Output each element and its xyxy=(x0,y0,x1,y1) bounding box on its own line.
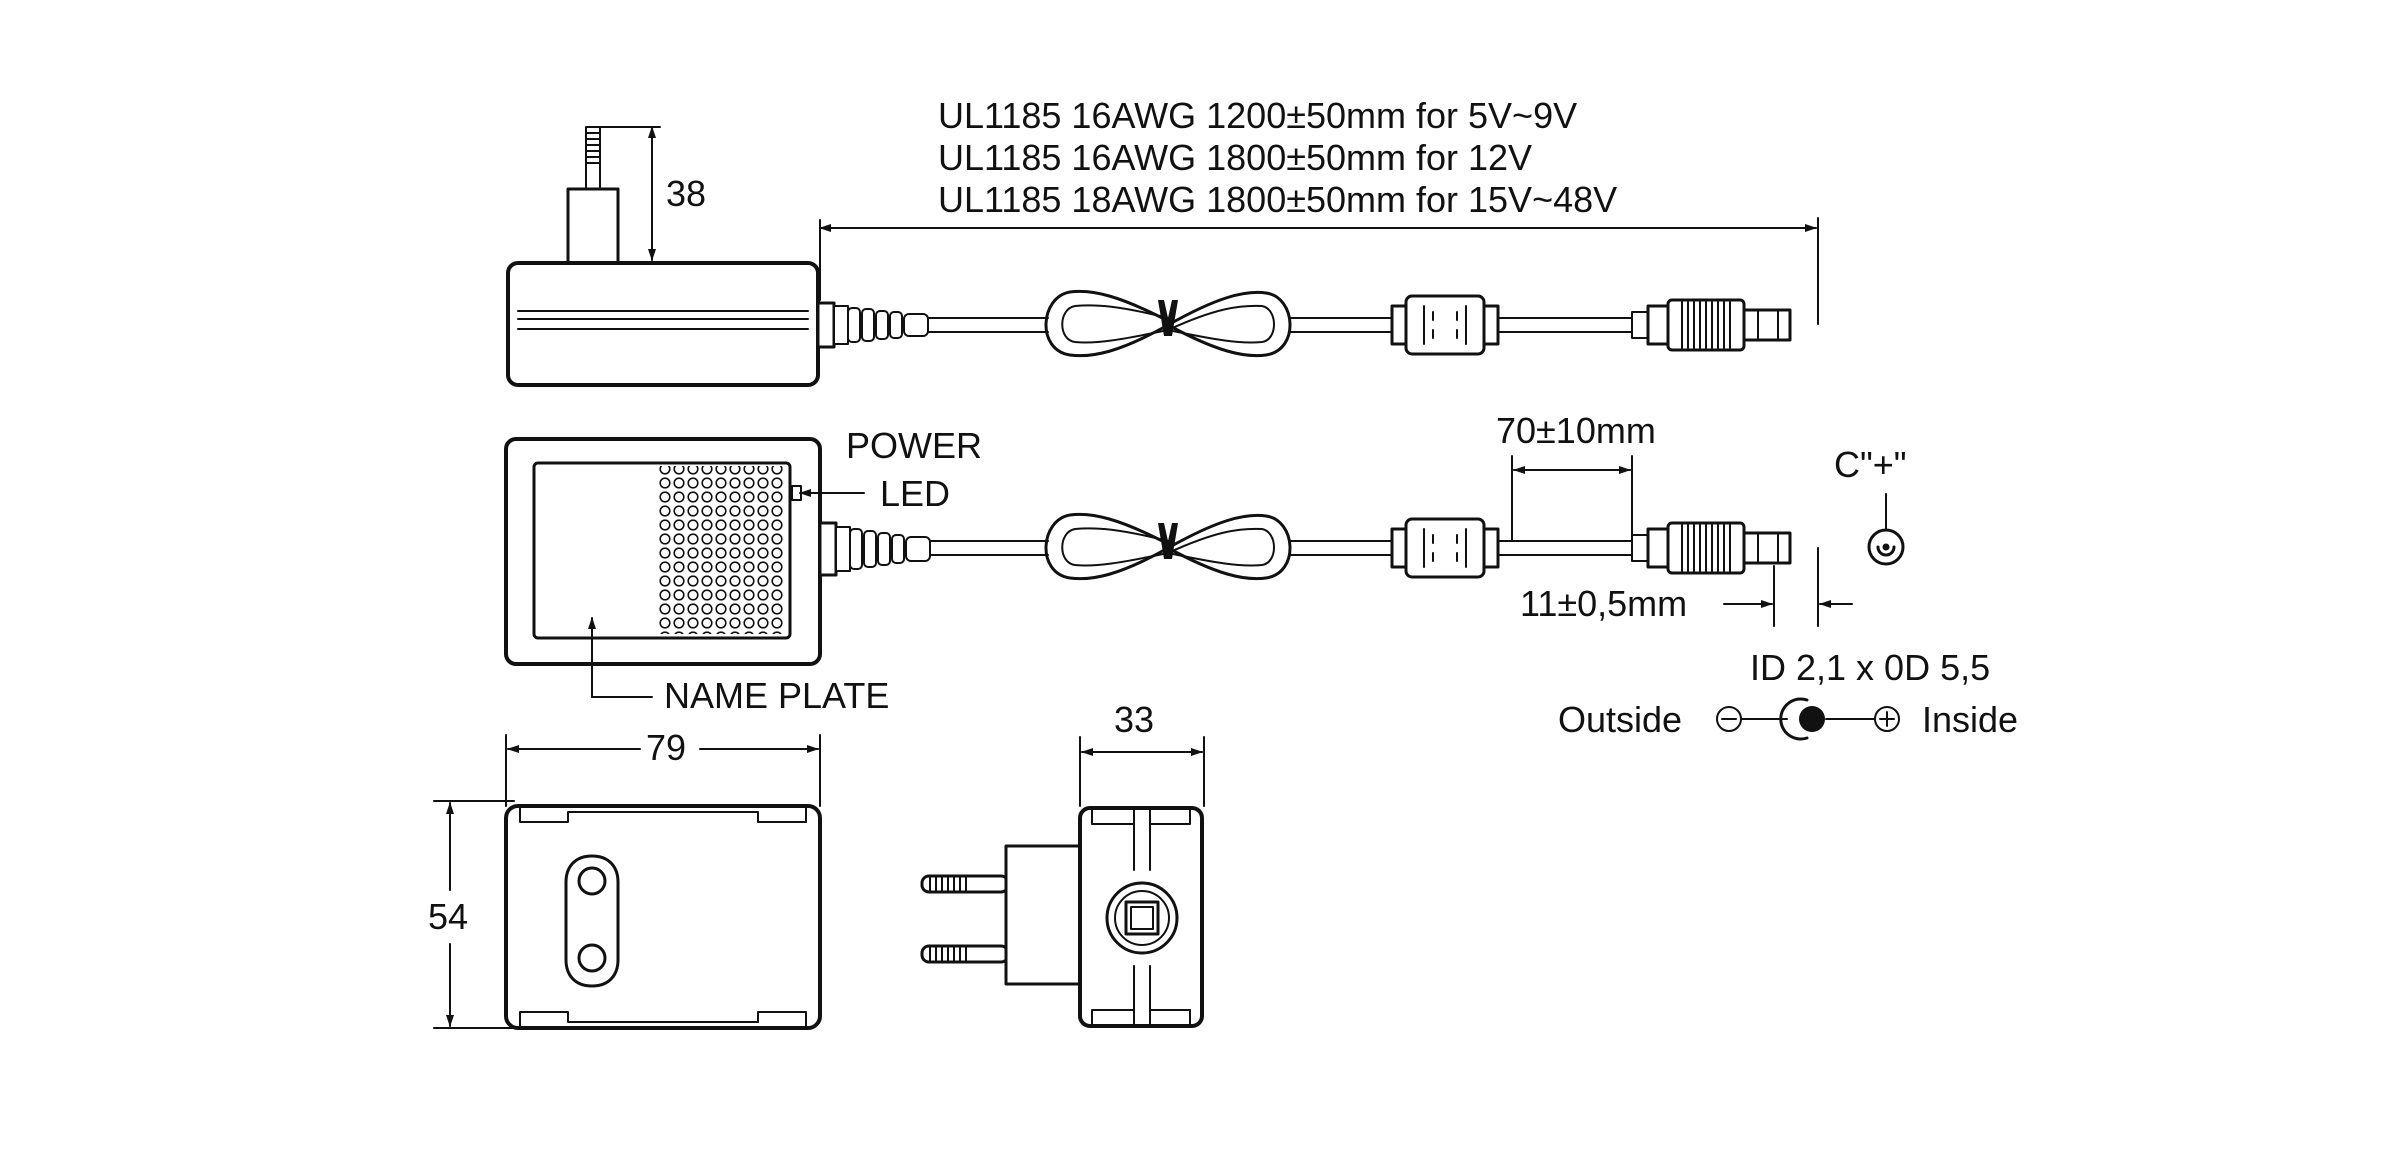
power-label: POWER xyxy=(846,425,982,466)
dc-connector-end-view xyxy=(1867,493,1905,566)
polarity-symbol xyxy=(1716,697,1900,741)
dc-plug-middle xyxy=(1631,521,1792,575)
side-view-top xyxy=(506,126,1819,387)
cable-spec-line-3: UL1185 18AWG 1800±50mm for 15V~48V xyxy=(938,179,1617,220)
case-depth-dimension: 33 xyxy=(1114,699,1154,740)
led-label: LED xyxy=(880,473,950,514)
top-view-middle xyxy=(504,437,1905,741)
case-width-dimension: 79 xyxy=(646,727,686,768)
plug-body-side xyxy=(1004,844,1084,986)
dc-plug-top xyxy=(1631,298,1792,352)
side-view-pins xyxy=(920,736,1205,1028)
adapter-housing-side xyxy=(506,261,820,387)
dc-plug-length-dimension: 11±0,5mm xyxy=(1520,583,1687,624)
cable-spec-text: UL1185 16AWG 1200±50mm for 5V~9V UL1185 … xyxy=(938,95,1617,220)
outside-label: Outside xyxy=(1558,699,1682,740)
plug-pin-knurl xyxy=(585,132,601,164)
strain-relief-middle xyxy=(818,521,931,577)
strain-relief-top xyxy=(816,301,929,349)
case-height-dimension: 54 xyxy=(428,896,468,937)
strip-length-dimension: 70±10mm xyxy=(1496,410,1656,451)
cable-spec-line-1: UL1185 16AWG 1200±50mm for 5V~9V xyxy=(938,95,1577,136)
plug-pin-lower xyxy=(920,944,1010,964)
ventilation-grid xyxy=(658,466,784,634)
inside-label: Inside xyxy=(1922,699,2018,740)
front-view xyxy=(433,734,822,1030)
plug-base xyxy=(566,187,620,265)
plug-pin-upper xyxy=(920,874,1010,894)
center-pin-icon xyxy=(1799,706,1825,732)
connector-polarity-label: C"+" xyxy=(1834,444,1907,485)
pin-hole-bottom xyxy=(577,943,607,973)
dc-plug-size-label: ID 2,1 x 0D 5,5 xyxy=(1750,647,1990,688)
cable-tie-top xyxy=(1158,300,1178,336)
adapter-housing-front xyxy=(504,804,822,1030)
name-plate-label: NAME PLATE xyxy=(664,675,889,716)
pin-hole-top xyxy=(577,866,607,896)
ferrite-core-middle xyxy=(1390,517,1500,579)
cable-tie-middle xyxy=(1158,523,1178,559)
plug-height-dimension: 38 xyxy=(666,173,706,214)
ferrite-core-top xyxy=(1390,294,1500,356)
cable-spec-line-2: UL1185 16AWG 1800±50mm for 12V xyxy=(938,137,1532,178)
